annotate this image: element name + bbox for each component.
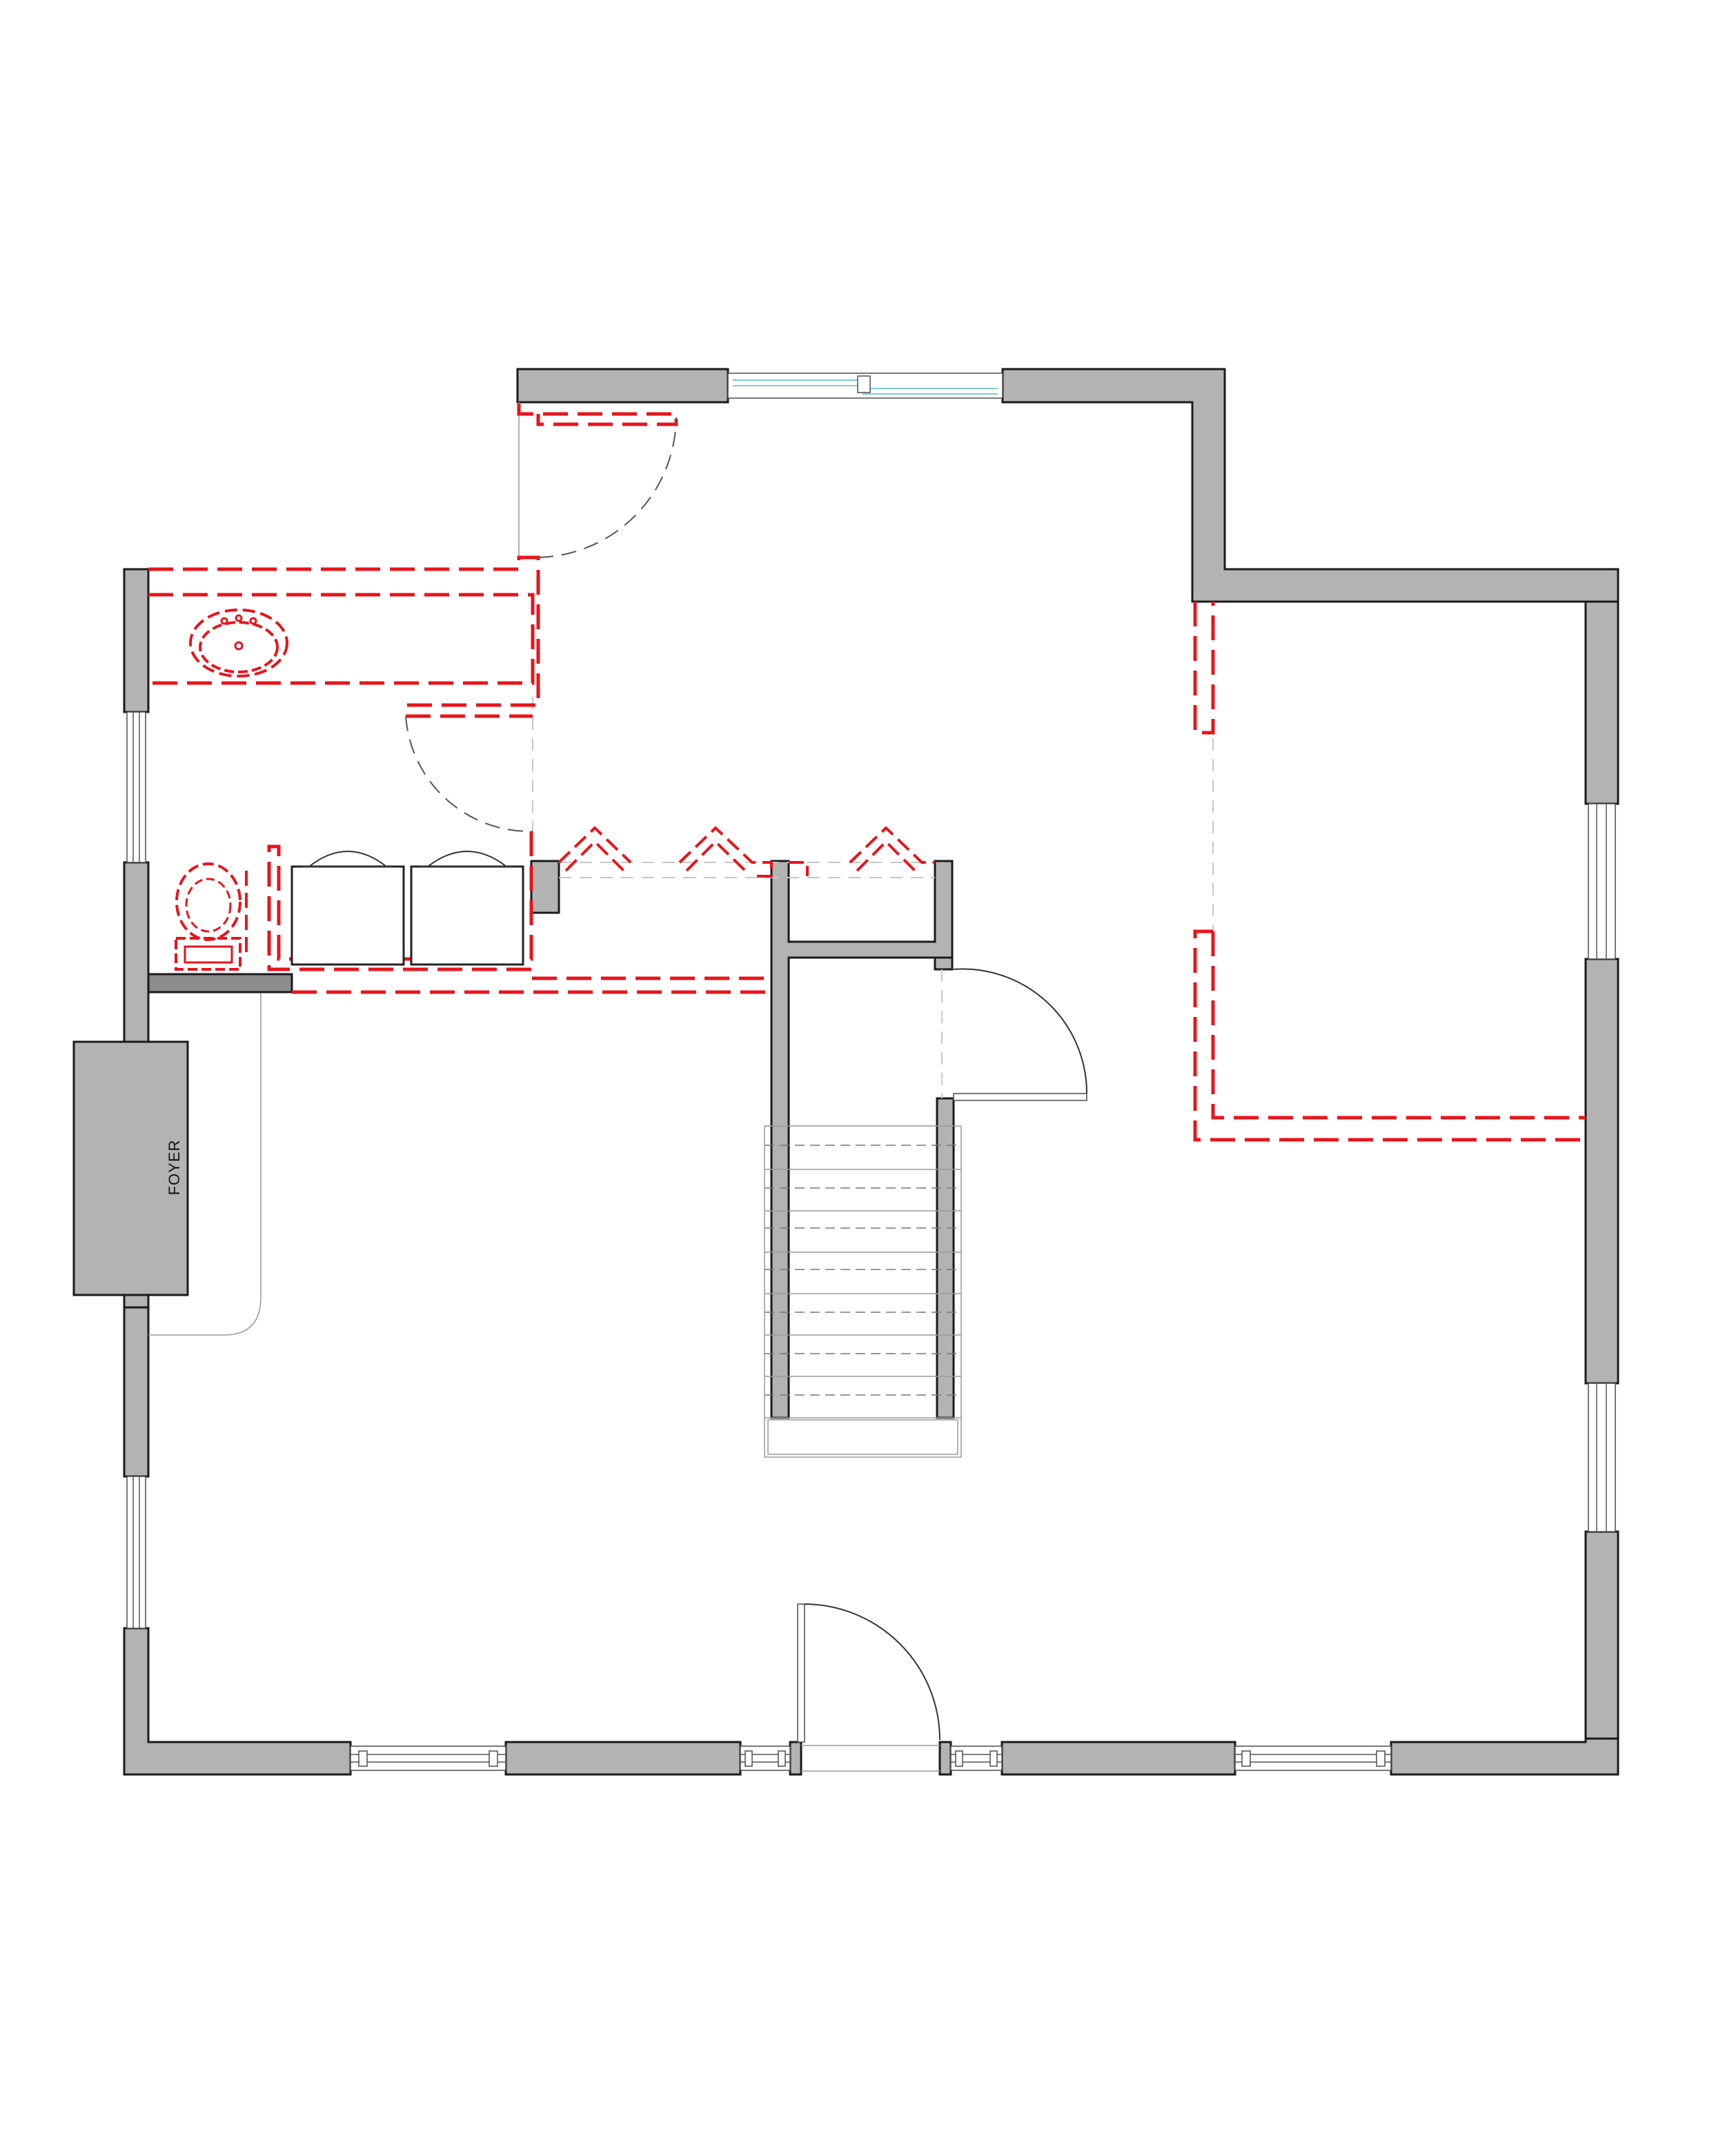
right-wall-lower-segment bbox=[1584, 1530, 1619, 1740]
proposed-right-room-side bbox=[1193, 929, 1586, 1142]
fixtures bbox=[175, 609, 524, 971]
left-wall-lower-segment bbox=[123, 1306, 150, 1478]
foyer: FOYER bbox=[148, 985, 262, 1336]
proposed-bifold-door-1 bbox=[558, 826, 632, 872]
foyer-label: FOYER bbox=[166, 1140, 183, 1196]
front-window-left bbox=[350, 1745, 506, 1771]
stair-closet-door bbox=[941, 968, 1088, 1101]
front-left-corner bbox=[123, 1627, 352, 1776]
front-door-leaf bbox=[797, 1603, 805, 1743]
rear-wall-right-segment bbox=[1001, 368, 1619, 603]
foyer-closet-outline bbox=[148, 985, 262, 1336]
stair-enclosure-wall bbox=[770, 860, 954, 1419]
dryer-icon bbox=[410, 851, 524, 966]
proposed-right-room-bottom bbox=[1211, 931, 1586, 1120]
stair-closet-door-swing bbox=[953, 968, 1088, 1094]
interior-door-swings bbox=[405, 417, 677, 833]
proposed-vanity-top-wall bbox=[148, 555, 540, 707]
hidden-lines bbox=[518, 402, 1214, 931]
vanity-sink-icon bbox=[189, 609, 288, 678]
front-window-door-left bbox=[740, 1745, 791, 1771]
front-wall-segment-door-left bbox=[789, 1741, 802, 1776]
front-wall-segment-right bbox=[1000, 1741, 1236, 1776]
foyer-entry-block bbox=[72, 1040, 189, 1296]
rear-sliding-door bbox=[727, 373, 1003, 399]
front-wall-segment-middle bbox=[504, 1741, 742, 1776]
right-window-upper bbox=[1588, 803, 1616, 960]
left-wall-upper-segment bbox=[123, 568, 150, 713]
right-wall-middle-segment bbox=[1584, 958, 1619, 1385]
front-window-right bbox=[1234, 1745, 1392, 1771]
right-wall bbox=[1584, 600, 1619, 805]
front-window-door-right bbox=[950, 1745, 1003, 1771]
left-window-upper bbox=[126, 711, 146, 863]
proposed-walls bbox=[148, 404, 1586, 1142]
windows bbox=[126, 373, 1616, 1771]
proposed-right-room-top bbox=[1193, 602, 1215, 735]
washer-icon bbox=[290, 851, 405, 966]
right-window-lower bbox=[1588, 1383, 1616, 1532]
front-right-corner bbox=[1390, 1737, 1619, 1776]
rear-entry-door-swing bbox=[538, 417, 677, 558]
exterior-walls bbox=[72, 368, 1619, 1776]
proposed-rear-entry-wall bbox=[517, 404, 678, 426]
stair-run-outline bbox=[764, 1125, 962, 1458]
front-door-swing bbox=[804, 1603, 940, 1741]
laundry-post bbox=[530, 860, 560, 914]
stair-right-stringer-wall bbox=[936, 1097, 955, 1419]
proposed-bifold-door-2 bbox=[678, 826, 773, 878]
stair-landing-outline bbox=[767, 1419, 958, 1455]
proposed-vanity-counter bbox=[148, 593, 535, 685]
vanity-door-swing bbox=[405, 715, 533, 833]
proposed-bifold-door-3 bbox=[789, 826, 935, 876]
staircase bbox=[764, 1125, 962, 1458]
toilet-icon bbox=[175, 862, 241, 971]
stair-closet-door-leaf bbox=[953, 1093, 1087, 1101]
front-wall-segment-door-right bbox=[938, 1741, 952, 1776]
rear-wall-left-segment bbox=[516, 368, 729, 404]
left-window-lower bbox=[126, 1476, 146, 1629]
front-entry-door bbox=[797, 1603, 940, 1772]
stair-rail-wall bbox=[934, 956, 954, 971]
powder-room-shelf bbox=[147, 973, 293, 993]
